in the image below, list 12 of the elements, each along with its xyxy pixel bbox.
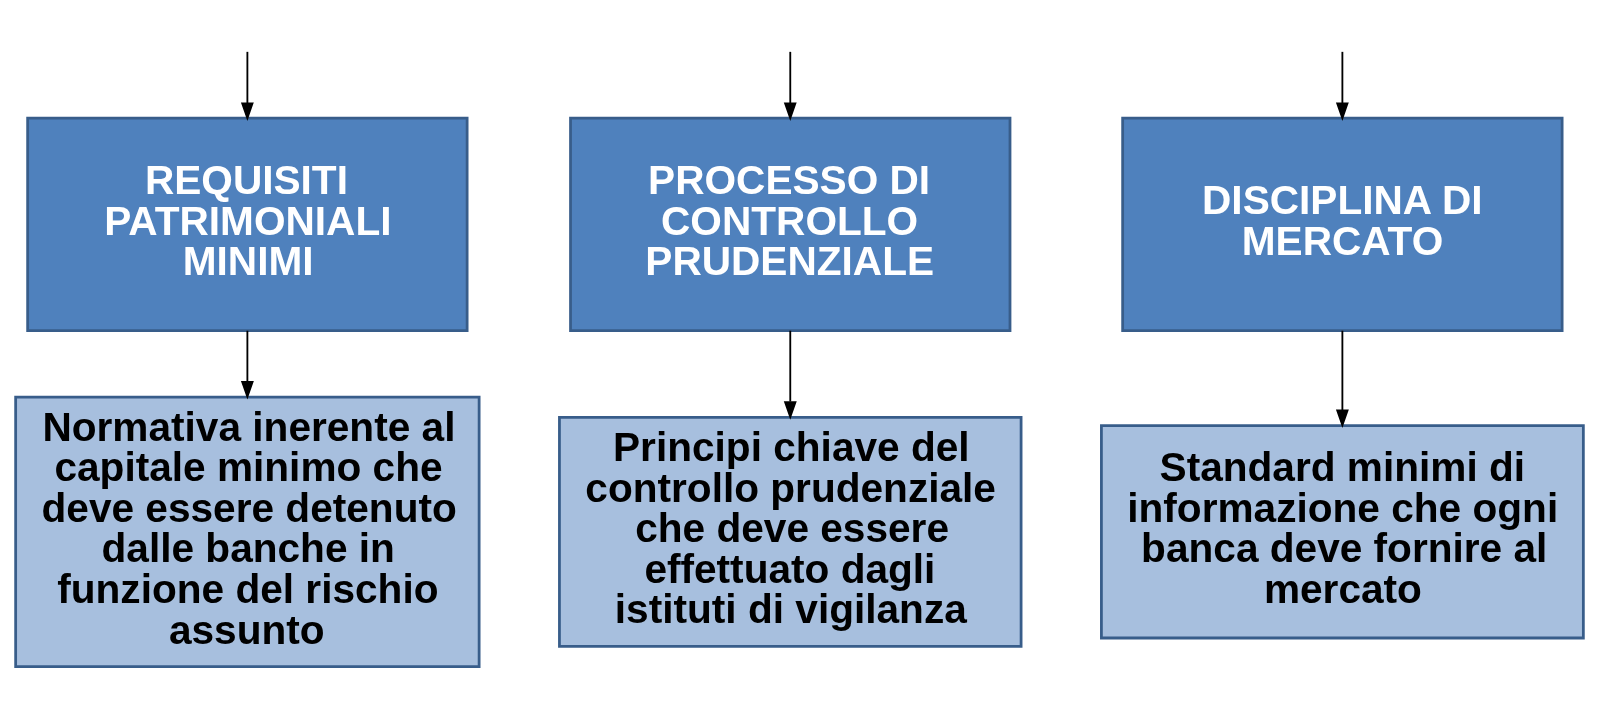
- arrow: [240, 50, 254, 121]
- node-box: PROCESSO DI CONTROLLO PRUDENZIALE: [569, 116, 1012, 332]
- arrow: [240, 329, 254, 400]
- node-box: REQUISITI PATRIMONIALI MINIMI: [26, 116, 469, 332]
- arrow: [783, 329, 797, 420]
- node-box: Normativa inerente al capitale minimo che deve essere detenuto dalle banche in funzione del rischio assunto: [14, 395, 481, 668]
- node-box: Principi chiave del controllo prudenziale che deve essere effettuato dagli istituti di vigilanza: [558, 415, 1023, 648]
- arrow: [1335, 50, 1349, 121]
- node-box: DISCIPLINA DI MERCATO: [1121, 116, 1564, 332]
- arrow: [1335, 329, 1349, 429]
- arrow: [783, 50, 797, 121]
- node-box: Standard minimi di informazione che ogni banca deve fornire al mercato: [1100, 424, 1585, 640]
